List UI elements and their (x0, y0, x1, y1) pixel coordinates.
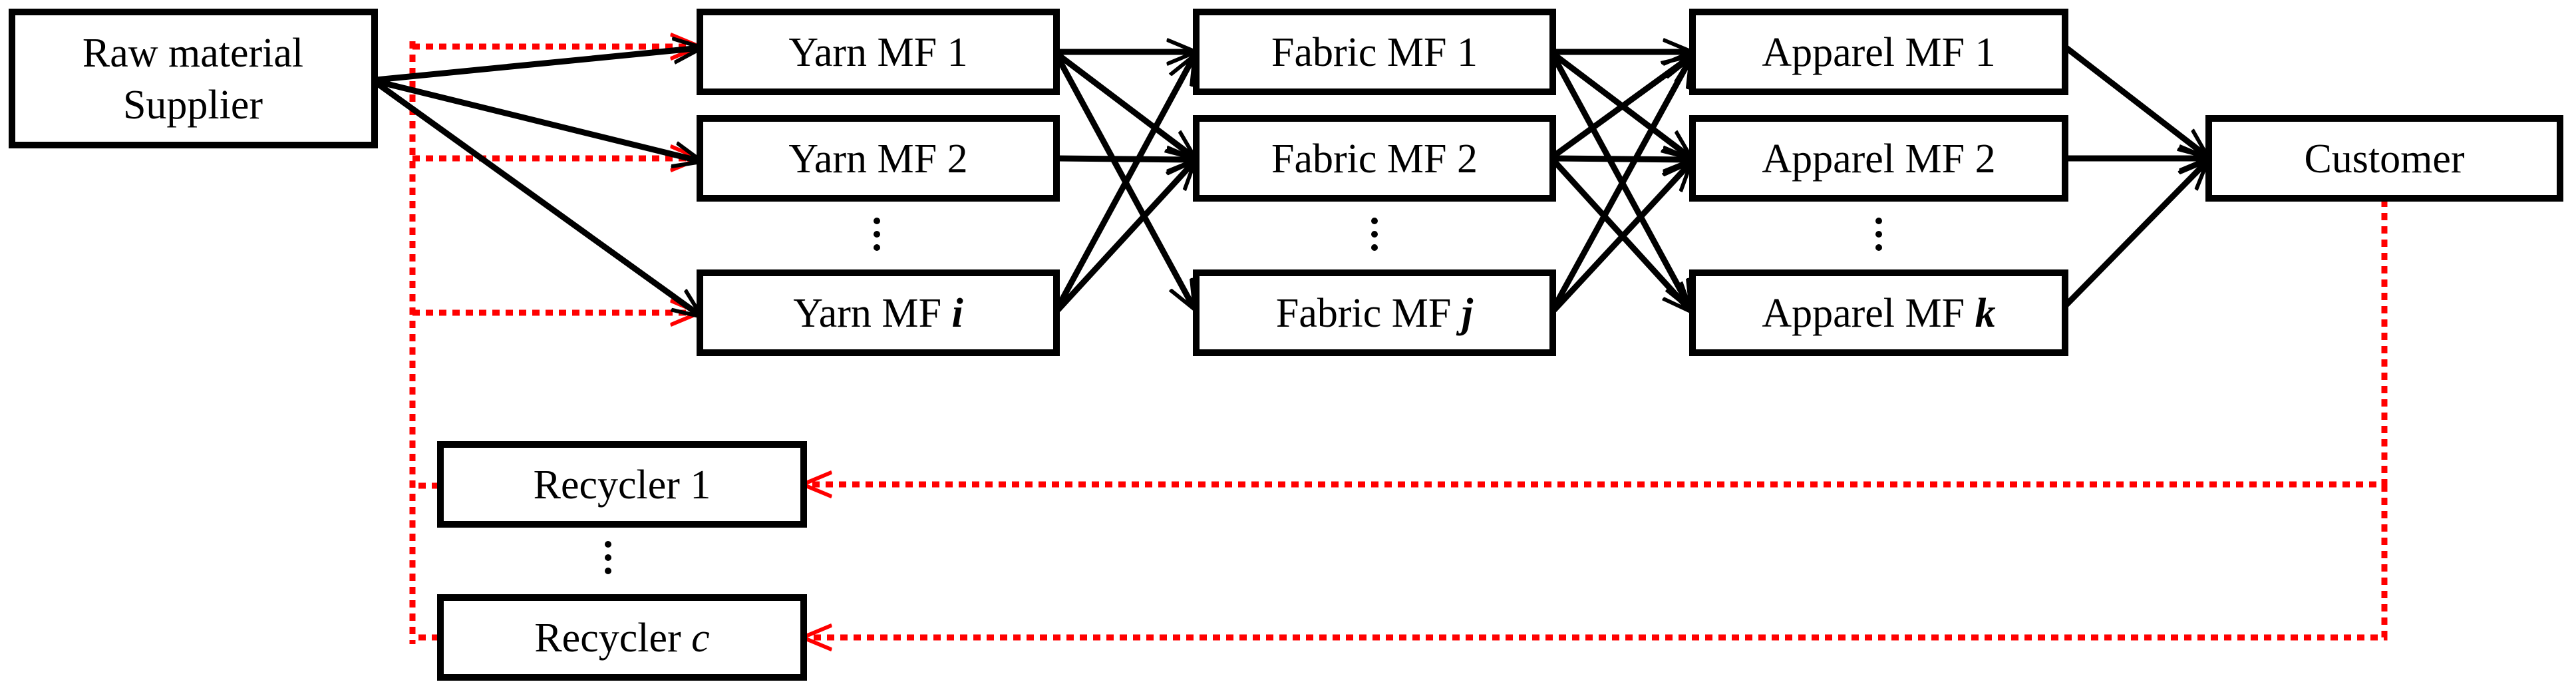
node-fabric-mf-2: Fabric MF 2 (1193, 115, 1556, 202)
flow-yarn-i-to-fabric-1 (1055, 57, 1194, 309)
node-yarn-mf-i: Yarn MF i (697, 269, 1060, 356)
flow-fabric-j-to-apparel-1 (1551, 60, 1690, 309)
supplier-label-line-1: Raw material (82, 31, 303, 76)
flow-yarn-2-to-fabric-2 (1057, 158, 1194, 160)
node-apparel-mf-2: Apparel MF 2 (1689, 115, 2068, 202)
node-raw-material-supplier: Raw material Supplier (9, 9, 378, 148)
apparel-mf-k-label: Apparel MF k (1762, 291, 1995, 336)
ellipsis-recycler (605, 541, 611, 574)
return-flow-customer-to-recycler-c (805, 484, 2388, 637)
fabric-mf-2-label: Fabric MF 2 (1271, 136, 1478, 182)
forward-flows (374, 45, 2206, 315)
node-fabric-mf-j: Fabric MF j (1193, 269, 1556, 356)
flow-supplier-to-yarn-2 (375, 78, 700, 161)
ellipsis-yarn (874, 218, 880, 251)
recycler-c-label: Recycler c (534, 615, 709, 661)
node-apparel-mf-1: Apparel MF 1 (1689, 9, 2068, 95)
customer-label: Customer (2304, 136, 2464, 182)
apparel-mf-1-label: Apparel MF 1 (1762, 30, 1995, 75)
apparel-mf-k-symbol: k (1975, 291, 1996, 336)
apparel-mf-2-label: Apparel MF 2 (1762, 136, 1995, 182)
flow-supplier-to-yarn-i (374, 80, 700, 315)
yarn-mf-i-label: Yarn MF i (793, 291, 963, 336)
fabric-mf-j-text: Fabric MF (1276, 291, 1462, 336)
node-fabric-mf-1: Fabric MF 1 (1193, 9, 1556, 95)
flow-apparel-1-to-customer (2064, 45, 2206, 156)
recycler-c-text: Recycler (534, 615, 691, 661)
flow-yarn-1-to-fabric-2 (1056, 52, 1194, 157)
node-apparel-mf-k: Apparel MF k (1689, 269, 2068, 356)
yarn-mf-i-symbol: i (952, 291, 963, 336)
recycler-1-label: Recycler 1 (534, 462, 711, 508)
apparel-mf-k-text: Apparel MF (1762, 291, 1975, 336)
yarn-mf-2-label: Yarn MF 2 (788, 136, 967, 182)
recycler-c-symbol: c (691, 615, 710, 661)
yarn-mf-1-label: Yarn MF 1 (788, 30, 967, 75)
node-recycler-1: Recycler 1 (437, 441, 807, 528)
yarn-mf-i-text: Yarn MF (793, 291, 951, 336)
flow-fabric-2-to-apparel-2 (1553, 158, 1690, 160)
ellipsis-fabric (1371, 218, 1378, 251)
supplier-label-line-2: Supplier (123, 83, 263, 128)
flow-supplier-to-yarn-1 (375, 48, 700, 83)
flow-fabric-j-to-apparel-2 (1551, 164, 1690, 313)
node-customer: Customer (2205, 115, 2563, 202)
flow-apparel-k-to-customer (2064, 162, 2206, 307)
flow-yarn-i-to-fabric-2 (1055, 162, 1194, 313)
node-yarn-mf-1: Yarn MF 1 (697, 9, 1060, 95)
fabric-mf-j-label: Fabric MF j (1276, 291, 1474, 336)
fabric-mf-1-label: Fabric MF 1 (1271, 30, 1478, 75)
node-recycler-c: Recycler c (437, 594, 807, 681)
reverse-flows (409, 41, 2388, 644)
ellipsis-apparel (1875, 218, 1882, 251)
node-yarn-mf-2: Yarn MF 2 (697, 115, 1060, 202)
